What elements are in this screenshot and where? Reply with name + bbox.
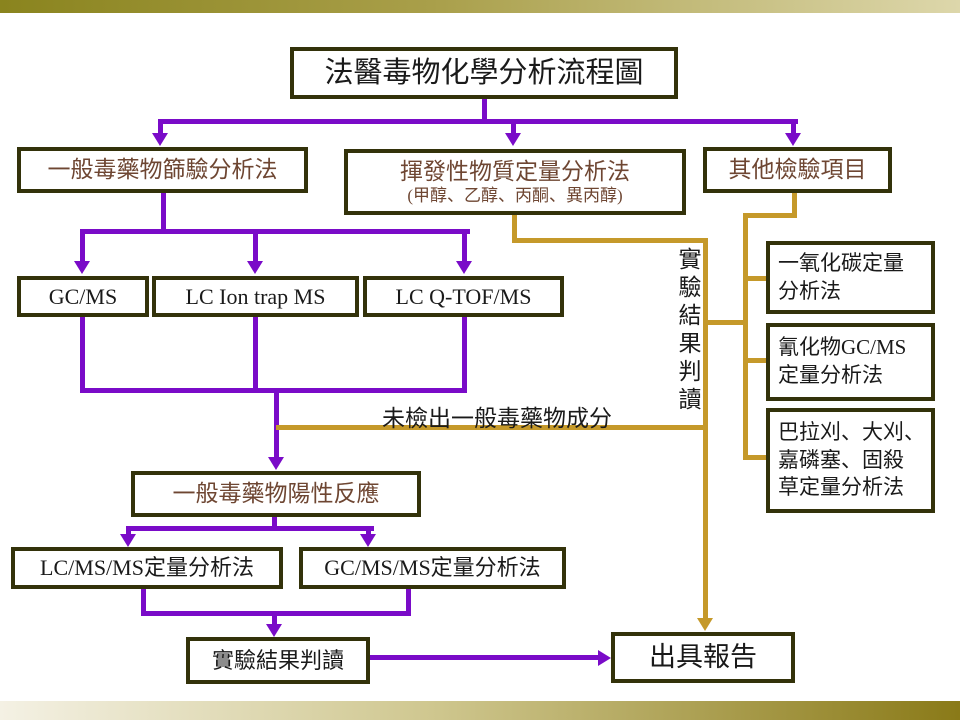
connector-interpret-to-report xyxy=(369,655,599,660)
connector-volatile-drop xyxy=(512,214,517,242)
node-lc-ion-trap: LC Ion trap MS xyxy=(152,276,359,317)
connector-stub-cyanide xyxy=(743,358,768,363)
bottom-gradient-bar xyxy=(0,701,960,720)
node-interpret-label: 實驗結果判讀 xyxy=(211,647,344,673)
arrow-volatile xyxy=(505,133,521,146)
connector-lc-qtof-down xyxy=(462,316,467,393)
arrow-gcms xyxy=(74,261,90,274)
arrow-interpret xyxy=(266,624,282,637)
connector-to-volatile xyxy=(511,119,516,135)
label-result-reading-vertical: 實驗結果判讀 xyxy=(675,247,700,415)
arrow-positive xyxy=(268,457,284,470)
connector-to-interpret xyxy=(272,611,277,625)
node-carbon-monoxide: 一氧化碳定量 分析法 xyxy=(766,241,935,314)
node-volatile-line2: (甲醇、乙醇、丙酮、異丙醇) xyxy=(407,185,623,205)
node-lc-qtof: LC Q-TOF/MS xyxy=(363,276,564,317)
arrow-lcmsms xyxy=(120,534,136,547)
node-cyanide-label: 氰化物GC/MS 定量分析法 xyxy=(778,335,907,387)
connector-positive-drop xyxy=(272,516,277,531)
node-title-label: 法醫毒物化學分析流程圖 xyxy=(324,56,644,89)
node-other: 其他檢驗項目 xyxy=(703,147,892,193)
connector-to-lc-qtof xyxy=(462,229,467,262)
arrow-lc-qtof xyxy=(456,261,472,274)
connector-gcmsms-down xyxy=(406,589,411,616)
node-lc-qtof-label: LC Q-TOF/MS xyxy=(395,283,532,309)
connector-msms-branch xyxy=(126,526,374,531)
arrow-gcmsms xyxy=(360,534,376,547)
connector-gold-cross xyxy=(705,320,748,325)
node-cyanide: 氰化物GC/MS 定量分析法 xyxy=(766,323,935,401)
node-report-label: 出具報告 xyxy=(649,641,757,672)
node-lc-ion-trap-label: LC Ion trap MS xyxy=(185,283,326,309)
connector-other-drop xyxy=(792,192,797,218)
connector-to-gcmsms xyxy=(366,526,371,535)
connector-not-detected xyxy=(276,425,708,430)
connector-screening-drop xyxy=(161,192,166,234)
connector-to-other xyxy=(791,119,796,135)
connector-stub-carbon-monoxide xyxy=(743,276,768,281)
node-lcmsms: LC/MS/MS定量分析法 xyxy=(11,547,283,589)
node-gcmsms-label: GC/MS/MS定量分析法 xyxy=(324,555,541,581)
connector-to-lc-ion-trap xyxy=(253,229,258,262)
node-report: 出具報告 xyxy=(611,632,795,683)
node-interpret: 實驗結果判讀 xyxy=(186,637,370,684)
connector-gcms-down xyxy=(80,316,85,393)
node-positive-label: 一般毒藥物陽性反應 xyxy=(172,480,380,506)
connector-title-drop xyxy=(482,99,487,122)
arrow-lc-ion-trap xyxy=(247,261,263,274)
connector-ms-merge xyxy=(80,388,467,393)
node-lcmsms-label: LC/MS/MS定量分析法 xyxy=(40,555,254,581)
connector-other-vertical xyxy=(743,213,748,460)
connector-to-positive xyxy=(274,388,279,458)
node-positive: 一般毒藥物陽性反應 xyxy=(131,471,421,517)
arrow-report-top-gold xyxy=(697,618,713,631)
arrow-screening xyxy=(152,133,168,146)
label-not-detected: 未檢出一般毒藥物成分 xyxy=(382,406,612,431)
connector-to-screening xyxy=(158,119,163,135)
node-other-label: 其他檢驗項目 xyxy=(728,156,867,182)
arrow-other xyxy=(785,133,801,146)
node-gcms: GC/MS xyxy=(17,276,149,317)
node-gcmsms: GC/MS/MS定量分析法 xyxy=(299,547,566,589)
top-gradient-bar xyxy=(0,0,960,13)
connector-lc-ion-trap-down xyxy=(253,316,258,393)
node-herbicide-label: 巴拉刈、大刈、 嘉磷塞、固殺 草定量分析法 xyxy=(778,419,925,500)
node-gcms-label: GC/MS xyxy=(48,283,118,309)
connector-to-lcmsms xyxy=(126,526,131,535)
node-volatile: 揮發性物質定量分析法 (甲醇、乙醇、丙酮、異丙醇) xyxy=(344,149,686,215)
connector-main-branch xyxy=(158,119,798,124)
connector-other-elbow xyxy=(743,213,797,218)
arrow-report-left xyxy=(598,650,611,666)
connector-lcmsms-down xyxy=(141,589,146,616)
node-herbicide: 巴拉刈、大刈、 嘉磷塞、固殺 草定量分析法 xyxy=(766,408,935,513)
node-volatile-line1: 揮發性物質定量分析法 xyxy=(400,159,630,184)
node-screening: 一般毒藥物篩驗分析法 xyxy=(17,147,308,193)
connector-volatile-elbow xyxy=(512,238,708,243)
connector-to-gcms xyxy=(80,229,85,262)
connector-stub-herbicide xyxy=(743,455,768,460)
node-carbon-monoxide-label: 一氧化碳定量 分析法 xyxy=(778,250,904,303)
node-title: 法醫毒物化學分析流程圖 xyxy=(290,47,678,99)
connector-ms-branch xyxy=(80,229,470,234)
node-screening-label: 一般毒藥物篩驗分析法 xyxy=(47,156,278,182)
